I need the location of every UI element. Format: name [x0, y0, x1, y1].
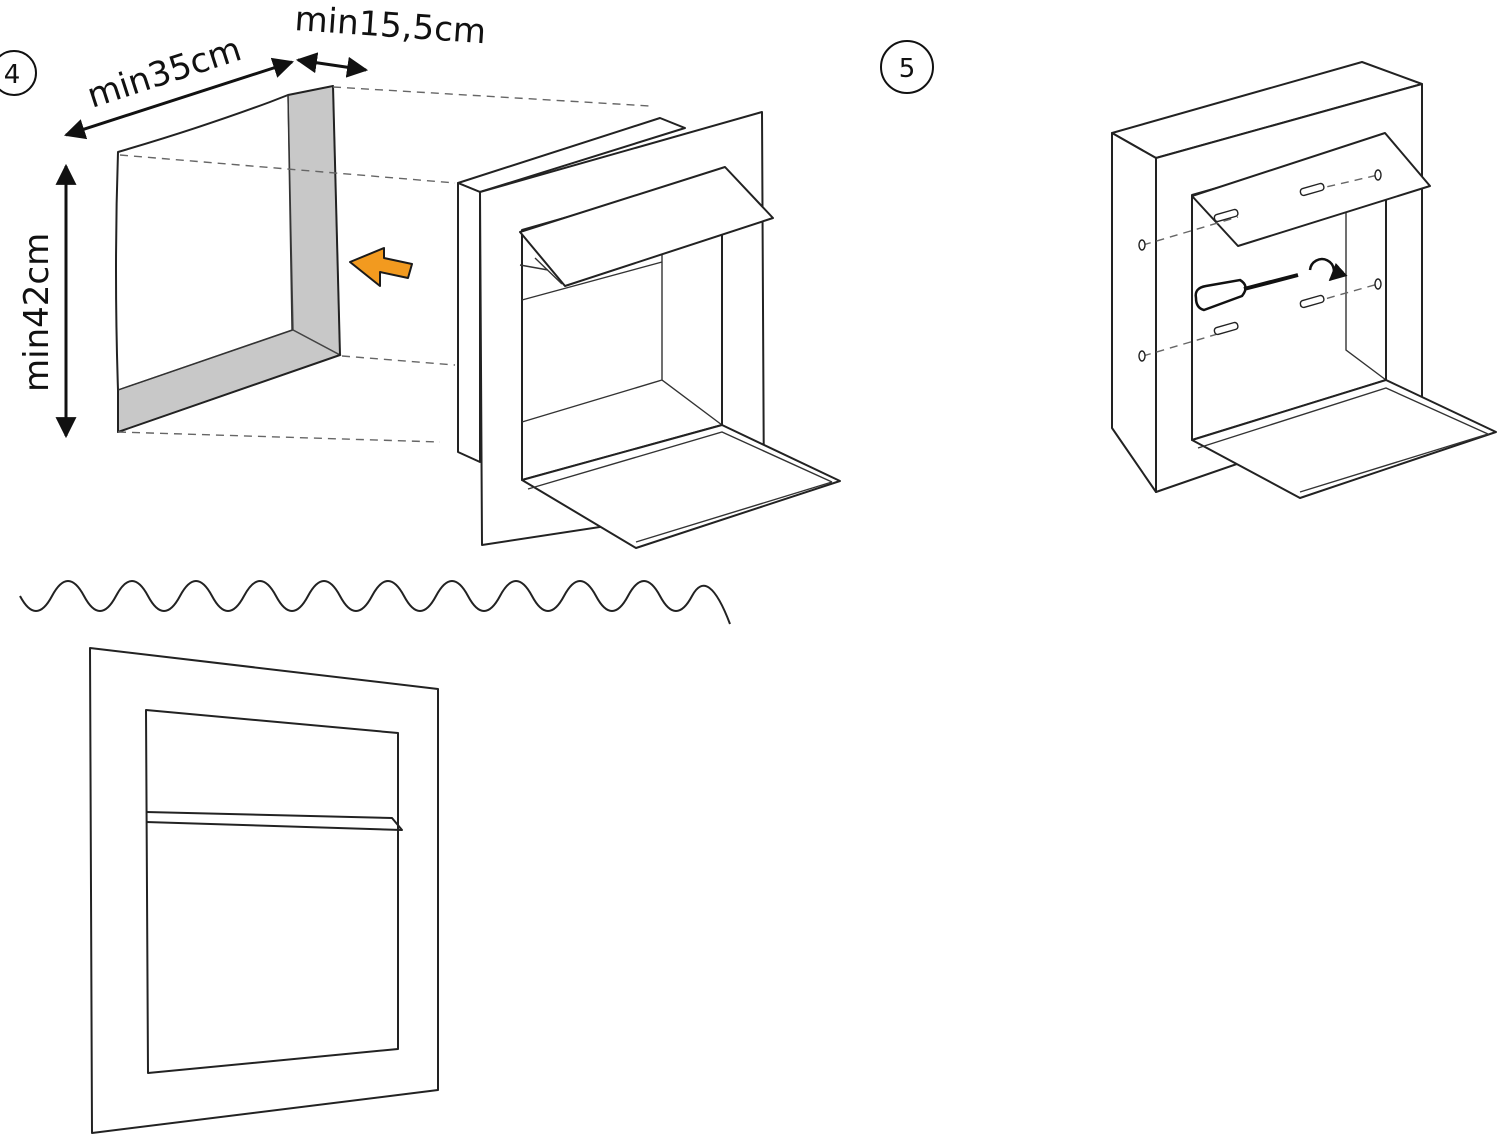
letterbox-unit — [457, 111, 841, 549]
flush-front-opening — [145, 709, 399, 1074]
bottom-door — [521, 424, 841, 549]
wall-surface-icon — [19, 580, 731, 625]
depth-dimension-arrow — [295, 52, 369, 78]
step-4-number: 4 — [4, 60, 21, 90]
fixing-screws — [1138, 169, 1382, 362]
height-label: min42cm — [17, 233, 57, 392]
mounted-letterbox — [1111, 61, 1497, 499]
top-flap — [519, 166, 774, 287]
step-5-number: 5 — [899, 54, 916, 84]
depth-label: min15,5cm — [293, 0, 487, 52]
wall-plug-icon — [1138, 169, 1382, 362]
projection-lines — [117, 86, 651, 443]
insert-arrow-icon — [349, 247, 413, 287]
recess-side-face — [287, 85, 341, 357]
step-4-panel: 4 min35cm min15,5cm min42cm — [0, 0, 841, 549]
width-dimension-arrow — [64, 57, 294, 140]
flush-mounted-view — [19, 580, 731, 1134]
bottom-door-5 — [1191, 379, 1497, 499]
step-4-badge: 4 — [0, 50, 37, 96]
recess-bottom-face — [117, 329, 342, 433]
box-body-left — [457, 182, 481, 463]
step-5-badge: 5 — [880, 40, 934, 94]
flush-flap-edge — [145, 811, 403, 831]
screwdriver-icon — [1194, 273, 1299, 312]
wall-frame-left — [1111, 132, 1157, 493]
step-5-panel: 5 — [880, 40, 1497, 499]
screw-icon — [1213, 182, 1325, 336]
dimension-markers: min35cm min15,5cm min42cm — [17, 0, 487, 439]
wall-recess — [115, 85, 342, 433]
rotate-icon — [1308, 257, 1348, 282]
